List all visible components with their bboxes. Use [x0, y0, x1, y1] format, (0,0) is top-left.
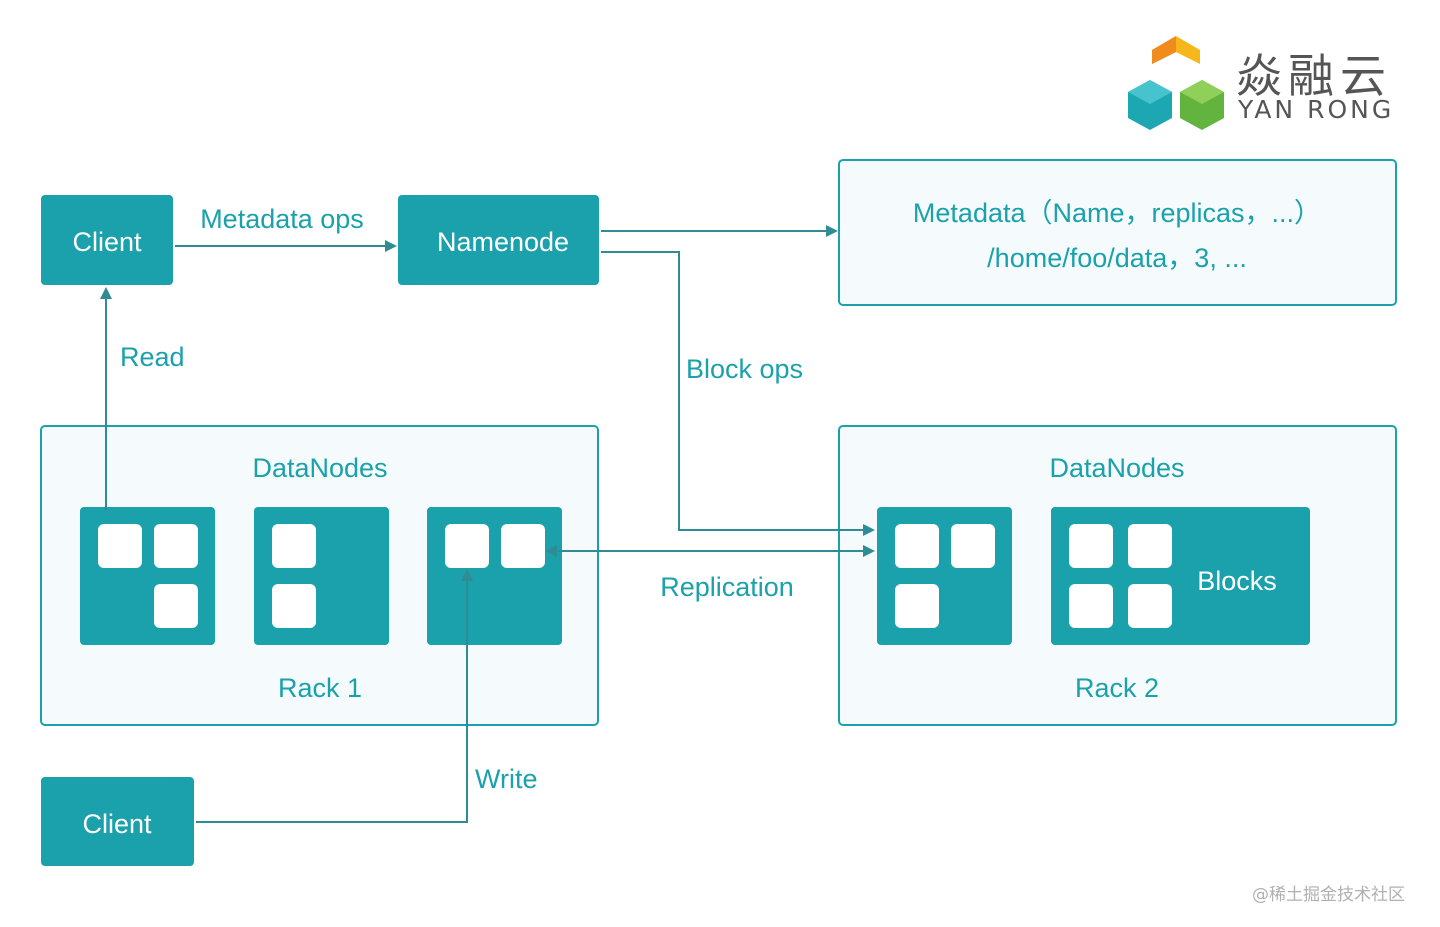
block — [154, 524, 198, 568]
rack1-datanode-2[interactable] — [254, 507, 389, 645]
block — [445, 524, 489, 568]
client-bottom-node[interactable]: Client — [41, 777, 194, 866]
client-top-node[interactable]: Client — [41, 195, 173, 285]
blocks-label: Blocks — [1197, 566, 1277, 596]
metadata-line-2: /home/foo/data，3, ... — [987, 243, 1247, 273]
write-label: Write — [475, 764, 538, 794]
watermark-text: @稀土掘金技术社区 — [1252, 885, 1405, 905]
block — [501, 524, 545, 568]
rack2-datanode-1[interactable] — [877, 507, 1012, 645]
block — [272, 584, 316, 628]
connectors — [100, 225, 875, 823]
block-ops-label: Block ops — [686, 354, 803, 384]
replication-label: Replication — [660, 572, 794, 602]
metadata-panel — [838, 159, 1397, 306]
logo-cube-icon — [1128, 36, 1224, 130]
rack1-datanode-3[interactable] — [427, 507, 562, 645]
client-bottom-label: Client — [82, 809, 152, 839]
block — [951, 524, 995, 568]
namenode-node[interactable]: Namenode — [398, 195, 599, 285]
rack2-label: Rack 2 — [1075, 673, 1159, 703]
yanrong-logo: 焱融云 YAN RONG — [1128, 36, 1394, 130]
block-ops-arrow — [601, 251, 875, 536]
read-label: Read — [120, 342, 185, 372]
block — [98, 524, 142, 568]
namenode-label: Namenode — [437, 227, 569, 257]
rack1-title: DataNodes — [252, 453, 387, 483]
rack1-label: Rack 1 — [278, 673, 362, 703]
rack2-title: DataNodes — [1049, 453, 1184, 483]
rack1-datanode-1[interactable] — [80, 507, 215, 645]
rack2-datanode-2[interactable]: Blocks — [1051, 507, 1310, 645]
block — [895, 524, 939, 568]
block — [1128, 584, 1172, 628]
metadata-line-1: Metadata（Name，replicas，...） — [913, 198, 1321, 228]
block — [1128, 524, 1172, 568]
client-top-label: Client — [72, 227, 142, 257]
block — [1069, 584, 1113, 628]
block — [272, 524, 316, 568]
logo-chinese-text: 焱融云 — [1236, 49, 1392, 103]
logo-english-text: YAN RONG — [1237, 95, 1394, 124]
block — [154, 584, 198, 628]
metadata-ops-label: Metadata ops — [200, 204, 364, 234]
write-arrow — [196, 569, 473, 823]
block — [895, 584, 939, 628]
block — [1069, 524, 1113, 568]
